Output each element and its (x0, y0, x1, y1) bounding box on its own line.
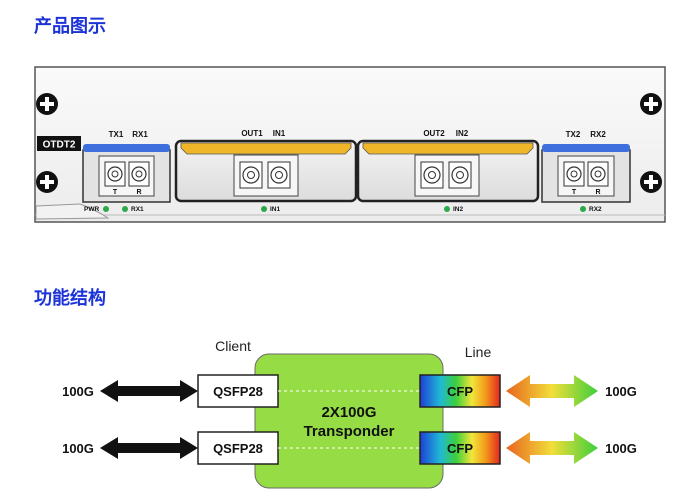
line-label: Line (465, 344, 492, 360)
right-rate-label: 100G (605, 384, 637, 399)
transponder-title-line2: Transponder (304, 423, 395, 440)
lc-letter-t: T (113, 189, 118, 196)
led-in1 (261, 206, 267, 212)
left-rate-label: 100G (62, 384, 94, 399)
screw-icon (36, 171, 58, 193)
qsfp28-label: QSFP28 (213, 441, 263, 456)
function-diagram: Client Line 2X100G Transponder 100G QSFP… (62, 338, 637, 489)
double-arrow-icon (506, 432, 598, 464)
transponder-title-line1: 2X100G (321, 404, 376, 421)
led-pwr (103, 206, 109, 212)
screw-icon (640, 93, 662, 115)
ejector-lever (35, 203, 110, 220)
led-rx1 (122, 206, 128, 212)
module-label: OTDT2 (43, 140, 76, 151)
cfp-label: CFP (447, 441, 473, 456)
cfp-module (419, 431, 501, 465)
right-rate-label: 100G (605, 441, 637, 456)
lc-connector (420, 161, 472, 189)
port-label-tx2: TX2 (566, 130, 581, 139)
front-panel: OTDT2 TX1 RX1 T R OUT1 IN1 OUT2 IN2 TX2 … (34, 66, 666, 223)
qsfp28-module (197, 374, 279, 408)
client-label: Client (215, 338, 251, 354)
port-label-rx1: RX1 (132, 130, 148, 139)
screw-icon (36, 93, 58, 115)
screw-icon (640, 171, 662, 193)
led-rx2 (580, 206, 586, 212)
port-label-out1: OUT1 (241, 129, 263, 138)
led-label-rx1: RX1 (131, 206, 144, 213)
cfp-module (419, 374, 501, 408)
port-label-tx1: TX1 (109, 130, 124, 139)
port-label-in2: IN2 (456, 129, 469, 138)
lc-connector (563, 161, 609, 187)
port-label-out2: OUT2 (423, 129, 445, 138)
function-structure-title: 功能结构 (34, 288, 106, 309)
product-image-title: 产品图示 (34, 16, 106, 37)
lc-letter-r: R (595, 189, 600, 196)
port-label-rx2: RX2 (590, 130, 606, 139)
led-in2 (444, 206, 450, 212)
led-label-rx2: RX2 (589, 206, 602, 213)
led-label-in2: IN2 (453, 206, 464, 213)
left-rate-label: 100G (62, 441, 94, 456)
lc-connector (239, 161, 291, 189)
lc-letter-r: R (136, 189, 141, 196)
led-label-in1: IN1 (270, 206, 281, 213)
transponder-block (254, 353, 444, 489)
double-arrow-icon (100, 380, 198, 402)
led-label-pwr: PWR (84, 206, 99, 213)
lc-connector (104, 161, 150, 187)
double-arrow-icon (100, 437, 198, 459)
cfp-label: CFP (447, 384, 473, 399)
port-label-in1: IN1 (273, 129, 286, 138)
qsfp28-label: QSFP28 (213, 384, 263, 399)
lc-letter-t: T (572, 189, 577, 196)
double-arrow-icon (506, 375, 598, 407)
qsfp28-module (197, 431, 279, 465)
